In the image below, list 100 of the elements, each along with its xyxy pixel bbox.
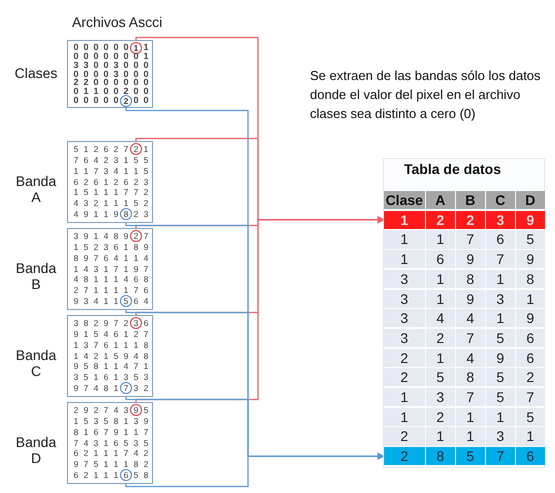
grid-number: 0 [142,78,150,88]
grid-number: 0 [122,78,130,88]
table-cell: 3 [384,328,424,348]
grid-panel [67,402,153,484]
grid-number: 2 [142,198,150,210]
grid-number: 2 [92,405,100,416]
grid-number: 6 [112,328,120,340]
grid-number: 6 [92,176,100,188]
grid-number: 9 [82,252,90,264]
circled-number: 2 [120,95,132,108]
grid-number: 9 [102,318,110,329]
grid-number: 7 [142,328,150,340]
grid-number: 1 [72,340,80,351]
column-header: C [486,191,514,210]
grid-number: 0 [82,96,90,105]
grid-number: 2 [72,405,80,416]
grid-number: 1 [92,372,100,384]
table-cell: 3 [486,290,514,308]
grid-number: 6 [132,296,140,307]
grid-number: 8 [142,274,150,286]
grid-number: 0 [112,96,120,105]
grid-number: 7 [82,383,90,394]
table-cell: 6 [516,348,544,367]
grid-number: 0 [142,87,150,96]
grid-number: 1 [82,328,90,340]
table-cell: 4 [426,309,454,328]
grid-number: 1 [82,87,90,96]
table-cell: 3 [486,427,514,446]
table-cell: 1 [486,270,514,288]
grid-number: 0 [132,96,140,105]
grid-number: 0 [112,87,120,96]
grid-number: 0 [72,52,80,61]
table-cell: 1 [426,290,454,308]
grid-number: 9 [82,231,90,242]
grid-number: 1 [122,264,130,274]
grid-number: 3 [132,438,140,448]
band-label: Clases [14,65,58,81]
grid-number: 7 [132,285,140,296]
column-header: A [426,191,454,210]
grid-number: 8 [82,274,90,286]
grid-number: 0 [92,60,100,70]
grid-number: 1 [112,383,120,394]
table-cell: 1 [426,230,454,249]
grid-number: 8 [142,350,150,362]
grid-number: 0 [72,87,80,96]
grid-number: 4 [72,198,80,210]
grid-number: 0 [142,60,150,70]
grid-number: 1 [102,361,110,372]
grid-number: 2 [92,318,100,329]
grid-panel [67,315,153,397]
table-cell: 5 [486,368,514,386]
grid-number: 9 [72,328,80,340]
grid-number: 3 [142,209,150,220]
grid-number: 5 [132,154,140,166]
grid-number: 5 [142,154,150,166]
table-cell: 1 [426,348,454,367]
grid-number: 8 [92,361,100,372]
grid-number: 0 [102,43,110,52]
grid-number: 6 [112,242,120,253]
grid-number: 1 [72,187,80,198]
grid-number: 1 [102,264,110,274]
grid-number: 0 [122,60,130,70]
grid-number: 0 [122,52,130,61]
grid-number: 1 [122,166,130,177]
grid-number: 8 [72,252,80,264]
grid-number: 2 [132,176,140,188]
grid-number: 5 [92,459,100,470]
grid-number: 7 [82,285,90,296]
grid-number: 0 [102,96,110,105]
grid-number: 1 [72,264,80,274]
grid-number: 1 [102,176,110,188]
table-cell: 1 [384,210,424,229]
grid-number: 0 [92,52,100,61]
grid-number: 3 [122,372,130,384]
grid-number: 5 [102,416,110,427]
grid-number: 1 [122,416,130,427]
grid-number: 1 [102,470,110,481]
grid-number: 7 [122,144,130,155]
grid-number: 1 [102,209,110,220]
table-cell: 2 [384,348,424,367]
grid-number: 2 [82,448,90,460]
grid-number: 6 [122,176,130,188]
grid-number: 8 [142,470,150,481]
grid-number: 1 [122,328,130,340]
grid-number: 9 [142,242,150,253]
grid-number: 8 [142,340,150,351]
circled-number: 1 [130,42,142,54]
grid-number: 2 [122,87,130,96]
table-cell: 6 [426,250,454,268]
table-cell: 1 [384,250,424,268]
grid-number: 2 [142,459,150,470]
grid-number: 3 [92,416,100,427]
grid-number: 7 [92,252,100,264]
grid-number: 7 [82,459,90,470]
grid-number: 3 [112,60,120,70]
grid-number: 1 [92,470,100,481]
circled-number: 2 [130,230,142,242]
grid-number: 6 [72,448,80,460]
grid-number: 1 [112,459,120,470]
grid-number: 7 [112,318,120,329]
